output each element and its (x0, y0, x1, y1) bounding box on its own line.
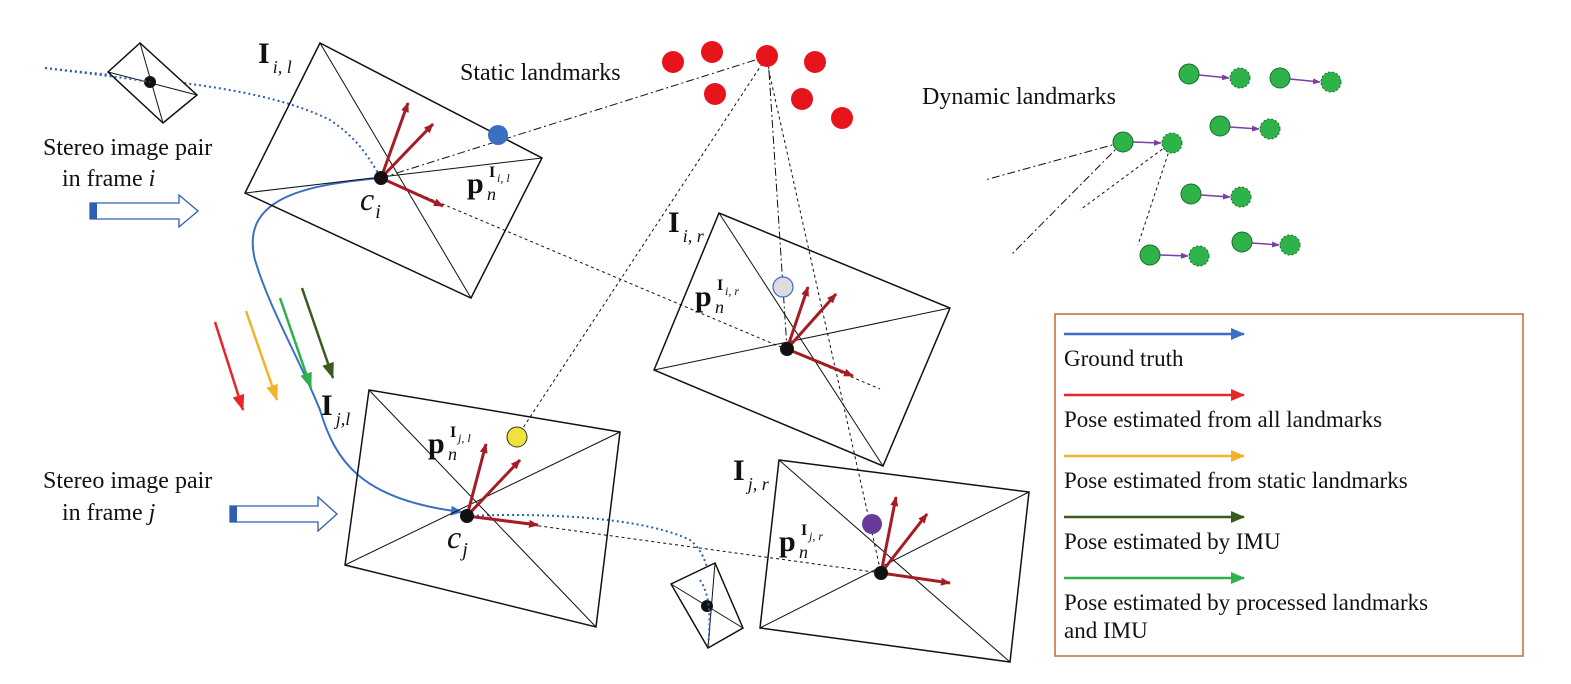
svg-text:p: p (467, 167, 484, 200)
legend-label: Pose estimated from all landmarks (1064, 407, 1382, 432)
ray-dynamic-2 (1011, 141, 1124, 255)
svg-text:i, l: i, l (497, 171, 510, 185)
camera-center-ci (374, 171, 388, 185)
svg-text:p: p (428, 427, 445, 460)
pose-axes-ci (379, 102, 444, 208)
stereo-frame-i-line2: in frame i (62, 166, 155, 192)
projection-label-jr: p n I j, r (779, 522, 823, 562)
projection-point-jr (862, 514, 882, 534)
dynamic-landmark-pair (1180, 183, 1252, 208)
svg-text:I: I (489, 164, 495, 181)
dynamic-landmarks-label: Dynamic landmarks (922, 84, 1116, 110)
pose-axes-jr (879, 496, 951, 586)
svg-text:n: n (715, 297, 724, 317)
ray-jr-static (765, 57, 882, 574)
camera-center-cj (460, 509, 474, 523)
estimate-arrow-imu (300, 287, 335, 379)
camera-small-top (106, 41, 199, 124)
static-landmark (704, 83, 726, 105)
legend-label: Pose estimated by processed landmarks (1064, 590, 1428, 615)
ray-dynamic-1 (984, 141, 1124, 181)
stereo-frame-j-line1: Stereo image pair (43, 468, 212, 494)
camera-center-label-cj: cj (447, 519, 468, 561)
dynamic-landmark-pair (1139, 244, 1210, 267)
svg-text:n: n (487, 184, 496, 204)
projection-label-ir: p n I i, r (695, 277, 739, 317)
image-plane-ir (653, 212, 951, 467)
image-plane-jl (344, 389, 621, 628)
legend-label-continued: and IMU (1064, 618, 1148, 643)
dynamic-landmark-pair (1231, 231, 1301, 256)
stereo-frame-j-line2: in frame j (62, 500, 156, 526)
ray-cj-jr (466, 515, 882, 574)
svg-text:n: n (448, 444, 457, 464)
svg-text:I: I (717, 277, 723, 294)
ray-dynamic-3 (1079, 141, 1173, 211)
svg-text:j, l: j, l (456, 431, 471, 445)
projection-point-jl (506, 426, 528, 448)
static-landmark (804, 51, 826, 73)
legend-label: Ground truth (1064, 346, 1184, 371)
static-landmark (662, 51, 684, 73)
static-landmark (831, 107, 853, 129)
estimate-arrow-static-landmarks (244, 310, 279, 401)
pose-axes-ir (785, 286, 854, 378)
legend-box (1054, 313, 1524, 657)
static-landmark (701, 41, 723, 63)
projection-point-il (488, 125, 508, 145)
trajectory-ground-truth (251, 177, 463, 516)
ray-ci-static (380, 55, 769, 179)
svg-text:I: I (450, 424, 456, 441)
static-landmarks (662, 41, 853, 129)
camera-center-label-ci: ci (360, 181, 381, 223)
projection-point-ir (772, 276, 794, 298)
svg-text:n: n (799, 542, 808, 562)
svg-text:j, r: j, r (807, 529, 823, 543)
ray-jl-static (516, 57, 767, 438)
camera-small-bottom (669, 561, 744, 650)
svg-text:i, r: i, r (725, 284, 739, 298)
estimate-arrow-all-landmarks (213, 321, 245, 411)
pose-axes-cj (465, 443, 539, 528)
ray-dynamic-4 (1137, 141, 1173, 246)
trajectory-dotted-end (466, 514, 712, 649)
dynamic-landmarks (1112, 63, 1342, 267)
legend-label: Pose estimated from static landmarks (1064, 468, 1408, 493)
camera-center-ir (780, 342, 794, 356)
dynamic-landmark-pair (1112, 131, 1183, 154)
dynamic-landmark-pair (1269, 67, 1342, 93)
image-plane-il (243, 41, 544, 299)
image-plane-jr (759, 459, 1030, 663)
svg-text:p: p (779, 525, 796, 558)
dynamic-landmark-pair (1209, 115, 1281, 140)
static-landmark (756, 45, 778, 67)
trajectory-dotted-start (44, 67, 382, 179)
block-arrow-frame-j (229, 495, 338, 533)
svg-text:I: I (801, 522, 807, 539)
block-arrow-frame-i (89, 193, 200, 229)
estimate-arrow-processed-imu (278, 297, 313, 389)
ray-ir-static (767, 55, 788, 350)
projection-label-il: p n I i, l (467, 164, 510, 204)
legend-label: Pose estimated by IMU (1064, 529, 1281, 554)
static-landmarks-label: Static landmarks (460, 60, 621, 86)
camera-center-jr (874, 566, 888, 580)
stereo-frame-i-line1: Stereo image pair (43, 135, 212, 161)
projection-label-jl: p n I j, l (428, 424, 471, 464)
svg-text:p: p (695, 280, 712, 313)
dynamic-landmark-pair (1178, 63, 1251, 89)
static-landmark (791, 88, 813, 110)
